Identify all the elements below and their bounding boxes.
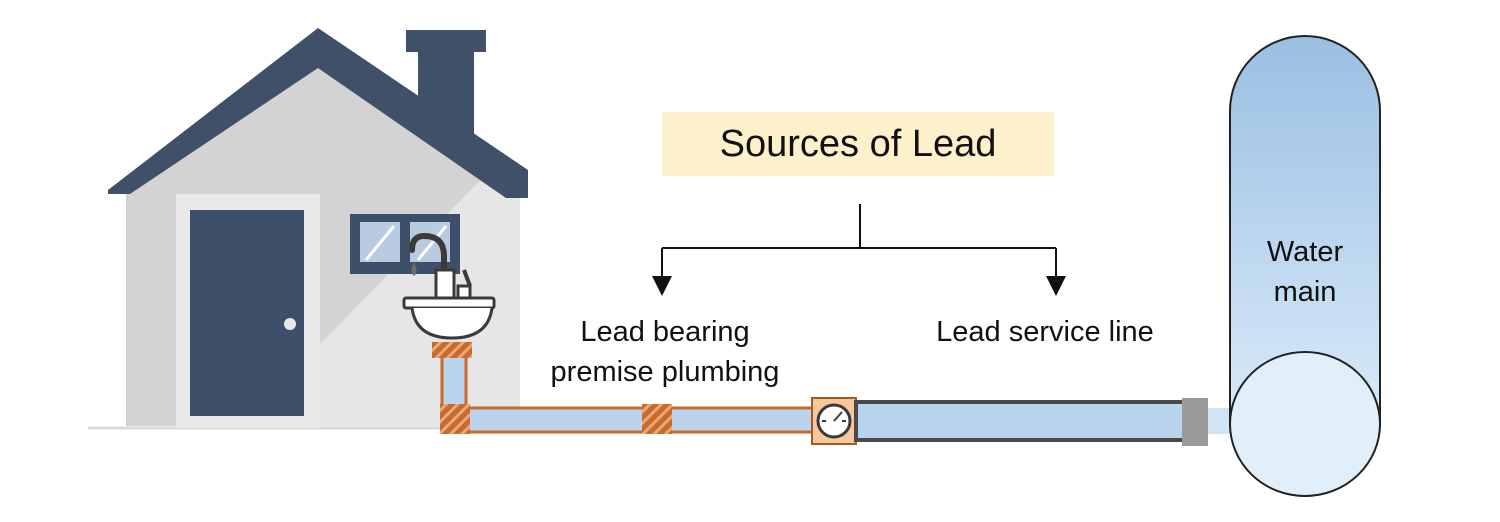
premise-plumbing-pipes bbox=[432, 342, 820, 434]
water-main bbox=[1229, 35, 1381, 497]
drop-icon bbox=[411, 262, 417, 276]
branch-arrows bbox=[661, 204, 1057, 280]
window bbox=[350, 214, 460, 274]
arrowhead-right bbox=[1046, 276, 1066, 296]
service-line-label: Lead service line bbox=[900, 312, 1190, 352]
diagram-title: Sources of Lead bbox=[719, 122, 997, 165]
pipe-fitting bbox=[440, 404, 470, 434]
premise-plumbing-label-line2: premise plumbing bbox=[550, 356, 780, 388]
lead-service-line bbox=[854, 398, 1236, 446]
arrowhead-left bbox=[652, 276, 672, 296]
water-main-label-line1: Water bbox=[1266, 236, 1344, 268]
pipe-fitting bbox=[432, 342, 472, 358]
service-line-label-text: Lead service line bbox=[936, 316, 1154, 348]
title-box: Sources of Lead bbox=[662, 112, 1054, 176]
door bbox=[190, 210, 304, 416]
pipe-coupling bbox=[1182, 398, 1208, 446]
sink-icon bbox=[402, 296, 496, 340]
water-main-label: Water main bbox=[1240, 232, 1370, 312]
water-main-end bbox=[1229, 351, 1381, 497]
premise-plumbing-label-line1: Lead bearing bbox=[580, 316, 750, 348]
premise-plumbing-label: Lead bearing premise plumbing bbox=[520, 312, 810, 392]
pipe-fitting bbox=[642, 404, 672, 434]
door-knob bbox=[284, 318, 296, 330]
water-meter-icon bbox=[811, 397, 857, 445]
water-main-label-line2: main bbox=[1273, 276, 1337, 308]
